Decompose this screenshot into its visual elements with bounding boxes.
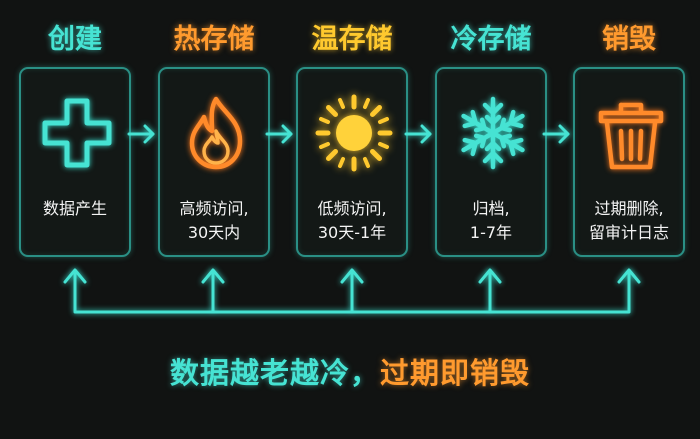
- plus-icon: [42, 98, 112, 168]
- stage-card-destroy: 过期删除, 留审计日志: [573, 67, 685, 257]
- stage-desc-hot-line2: 30天内: [187, 223, 241, 242]
- arrow-right-icon: [127, 124, 155, 144]
- stage-title-warm: 温存储: [311, 24, 393, 55]
- stage-desc-create: 数据产生: [42, 199, 107, 218]
- caption: 数据越老越冷，过期即销毁: [0, 350, 700, 392]
- arrow-right-icon: [404, 124, 432, 144]
- snowflake-icon: [461, 96, 525, 170]
- stage-desc-destroy-line1: 过期删除,: [594, 199, 664, 218]
- stage-title-cold: 冷存储: [450, 24, 532, 55]
- stage-desc-cold-line2: 1-7年: [469, 223, 513, 242]
- arrow-right-icon: [265, 124, 293, 144]
- stage-title-create: 创建: [48, 24, 102, 55]
- stage-desc-warm-line2: 30天-1年: [317, 223, 387, 242]
- caption-part2: 过期即销毁: [380, 356, 531, 390]
- stage-card-warm: 低频访问, 30天-1年: [296, 67, 408, 257]
- sun-icon: [315, 94, 393, 172]
- arrow-right-icon: [542, 124, 570, 144]
- stage-card-hot: 高频访问, 30天内: [158, 67, 270, 257]
- stage-desc-hot-line1: 高频访问,: [179, 199, 249, 218]
- stage-title-destroy: 销毁: [602, 24, 656, 55]
- stage-desc-destroy-line2: 留审计日志: [588, 223, 669, 242]
- stage-title-hot: 热存储: [173, 24, 255, 55]
- stage-card-cold: 归档, 1-7年: [435, 67, 547, 257]
- caption-part1: 数据越老越冷，: [169, 356, 380, 390]
- stage-desc-cold-line1: 归档,: [472, 199, 510, 218]
- stage-desc-warm-line1: 低频访问,: [317, 199, 387, 218]
- stage-card-create: 数据产生: [19, 67, 131, 257]
- flame-icon: [189, 96, 243, 170]
- trash-icon: [598, 102, 664, 170]
